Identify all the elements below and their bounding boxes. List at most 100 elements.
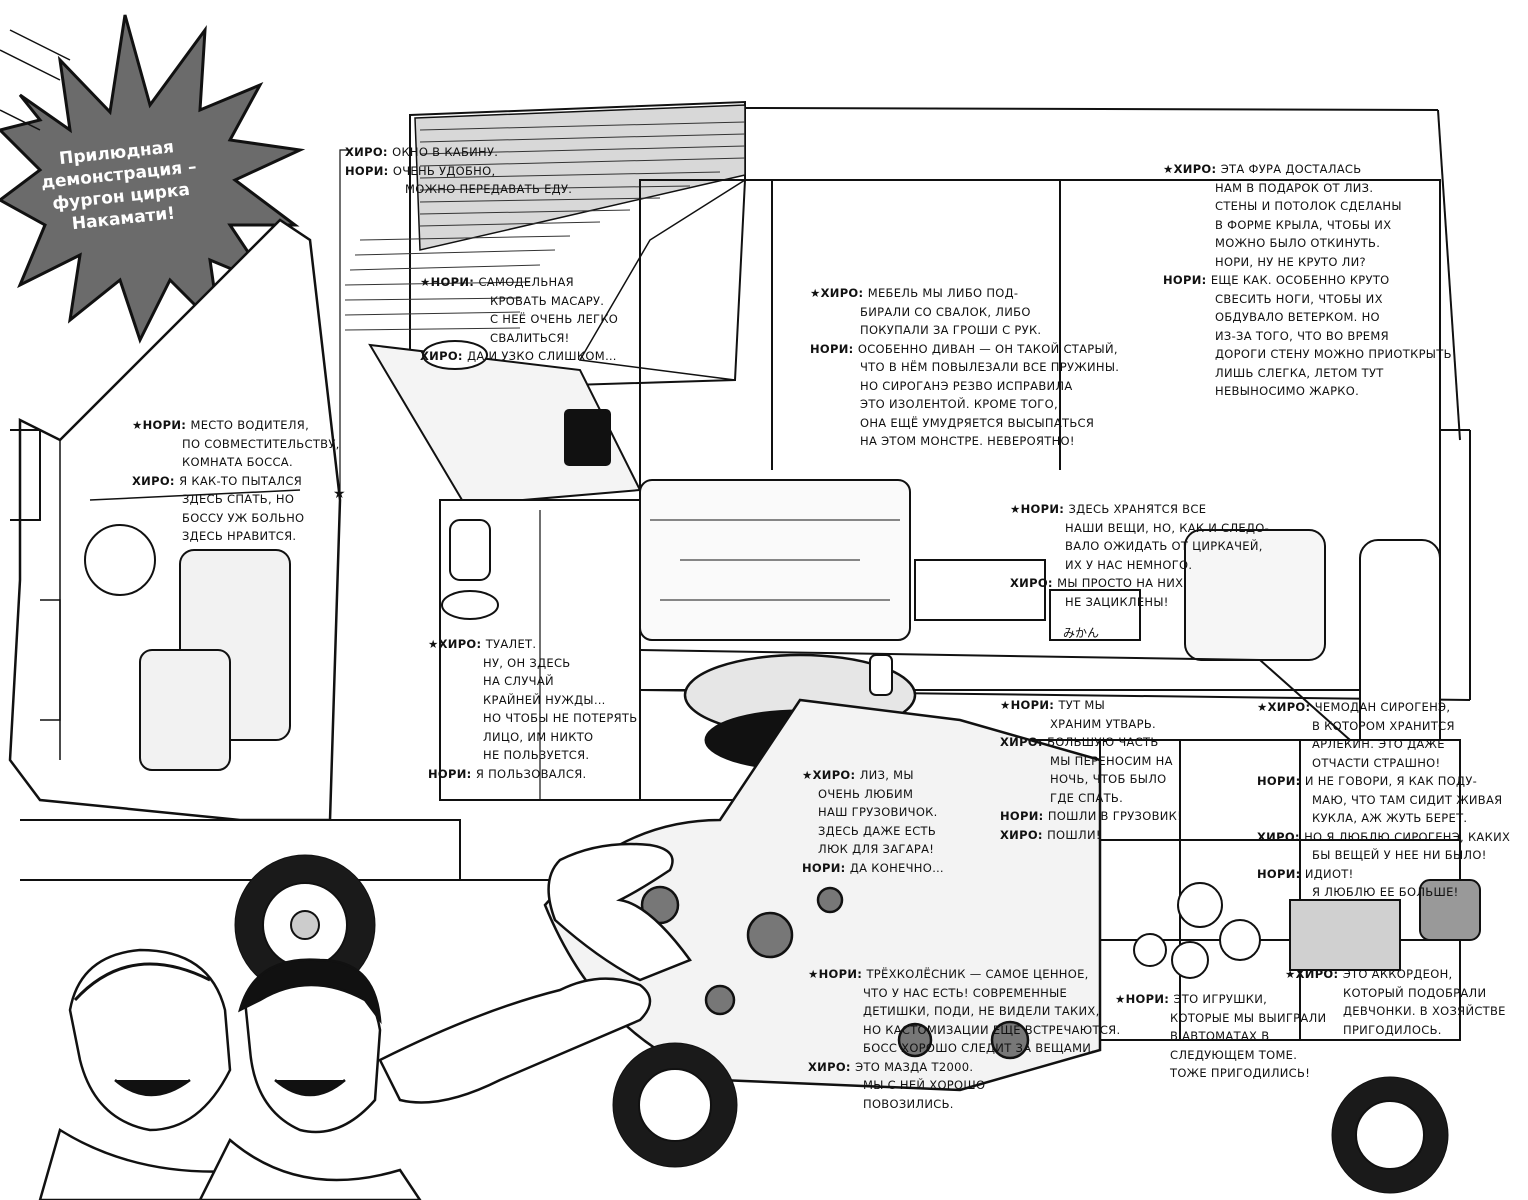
speaker-label: ★Хиро: bbox=[802, 768, 860, 782]
caption-line: повозились. bbox=[808, 1095, 1120, 1114]
caption-text: идиот! bbox=[1304, 866, 1354, 881]
caption-line: что в нём повылезали все пружины. bbox=[810, 358, 1119, 377]
speaker-label: Хиро: bbox=[808, 1059, 856, 1074]
caption-text: туалет. bbox=[485, 637, 537, 651]
speaker-label: ★Нори: bbox=[1010, 502, 1069, 516]
caption-text: комната босса. bbox=[182, 455, 293, 469]
caption-text: большую часть bbox=[1047, 735, 1159, 749]
caption-window: Хиро: окно в кабину.Нори: очень удобно,м… bbox=[345, 143, 572, 199]
caption-line: в котором хранится bbox=[1257, 717, 1510, 736]
speaker-label: Нори: bbox=[810, 341, 858, 356]
caption-line: ★Хиро: чемодан Сирогенэ, bbox=[1257, 698, 1510, 717]
caption-text: это Мазда T2000. bbox=[855, 1059, 974, 1074]
caption-text: очень любим bbox=[818, 786, 914, 801]
caption-line: боссу уж больно bbox=[132, 509, 340, 528]
speaker-label: Нори: bbox=[1000, 809, 1048, 823]
caption-text: свалиться! bbox=[490, 330, 570, 345]
caption-line: ночь, чтоб было bbox=[1000, 770, 1182, 789]
caption-line: Хиро: Но я люблю Сирогенэ, каких bbox=[1257, 828, 1510, 847]
caption-text: эта фура досталась bbox=[1220, 162, 1362, 176]
caption-text: Но Сироганэ резво исправила bbox=[860, 378, 1073, 393]
caption-text: нам в подарок от Лиз. bbox=[1215, 180, 1374, 195]
caption-markers: ★ bbox=[333, 486, 346, 502]
caption-text: И не говори, я как поду- bbox=[1304, 774, 1478, 788]
caption-line: Хиро: я как-то пытался bbox=[132, 472, 340, 491]
caption-text: Но чтобы не потерять bbox=[483, 711, 638, 725]
caption-line: но кастомизации еще встречаются. bbox=[808, 1021, 1120, 1040]
caption-text: пошли в грузовик! bbox=[1047, 809, 1183, 823]
caption-text: не зациклены! bbox=[1065, 594, 1169, 609]
caption-line: их у нас немного. bbox=[1010, 556, 1269, 575]
caption-line: нам в подарок от Лиз. bbox=[1163, 179, 1452, 198]
caption-text: окно в кабину. bbox=[392, 145, 499, 159]
caption-line: ★Хиро: Лиз, мы bbox=[802, 766, 944, 785]
speaker-label: ★Нори: bbox=[132, 418, 191, 432]
caption-line: детишки, поди, не видели таких, bbox=[808, 1002, 1120, 1021]
caption-text: мебель мы либо под- bbox=[867, 286, 1019, 300]
caption-line: Нори, ну не круто ли? bbox=[1163, 253, 1452, 272]
caption-line: покупали за гроши с рук. bbox=[810, 321, 1119, 340]
caption-line: в автоматах в bbox=[1115, 1027, 1326, 1046]
caption-line: лишь слегка, летом тут bbox=[1163, 364, 1452, 383]
caption-text: бирали со свалок, либо bbox=[860, 304, 1031, 319]
caption-line: крайней нужды… bbox=[428, 691, 637, 710]
caption-utensils: ★Нори: тут мыхраним утварь.Хиро: большую… bbox=[1000, 696, 1182, 844]
caption-line: ★Нори: трёхколёсник — самое ценное, bbox=[808, 965, 1120, 984]
caption-text: которые мы выиграли bbox=[1170, 1010, 1327, 1025]
caption-line: ★Нори: место водителя, bbox=[132, 416, 340, 435]
caption-toilet: ★Хиро: туалет.Ну, он здесьна случайкрайн… bbox=[428, 635, 637, 783]
caption-line: где спать. bbox=[1000, 789, 1182, 808]
caption-line: Хиро: пошли! bbox=[1000, 826, 1182, 845]
caption-text: бы вещей у нее ни было! bbox=[1312, 848, 1487, 862]
caption-text: место водителя, bbox=[190, 418, 310, 432]
hands bbox=[378, 842, 692, 1104]
caption-text: Тоже пригодились! bbox=[1170, 1066, 1311, 1080]
storage-boxes bbox=[914, 529, 1441, 801]
caption-text: я люблю ее больше! bbox=[1312, 885, 1459, 899]
caption-line: по совместительству, bbox=[132, 435, 340, 454]
caption-line: не зациклены! bbox=[1010, 593, 1269, 612]
caption-text: наш грузовичок. bbox=[818, 805, 938, 819]
caption-text: в форме крыла, чтобы их bbox=[1215, 217, 1392, 232]
caption-text: детишки, поди, не видели таких, bbox=[863, 1004, 1100, 1018]
caption-line: следующем томе. bbox=[1115, 1046, 1326, 1065]
speed-lines bbox=[0, 29, 71, 131]
caption-text: вало ожидать от циркачей, bbox=[1065, 539, 1263, 553]
caption-line: Хиро: окно в кабину. bbox=[345, 143, 572, 162]
speaker-label: ★Нори: bbox=[1115, 992, 1174, 1006]
caption-line: ★Нори: самодельная bbox=[420, 273, 618, 292]
caption-furniture: ★Хиро: мебель мы либо под-бирали со свал… bbox=[810, 284, 1119, 451]
caption-line: комната босса. bbox=[132, 453, 340, 472]
caption-line: который подобрали bbox=[1285, 984, 1506, 1003]
caption-line: пригодилось. bbox=[1285, 1021, 1506, 1040]
caption-line: мы переносим на bbox=[1000, 752, 1182, 771]
caption-line: бирали со свалок, либо bbox=[810, 303, 1119, 322]
caption-text: она ещё умудряется высыпаться bbox=[860, 415, 1095, 430]
caption-line: ★Хиро: мебель мы либо под- bbox=[810, 284, 1119, 303]
caption-line: Нори: И не говори, я как поду- bbox=[1257, 772, 1510, 791]
caption-text: храним утварь. bbox=[1050, 716, 1156, 731]
caption-text: Лиз, мы bbox=[859, 768, 914, 782]
caption-line: отчасти страшно! bbox=[1257, 754, 1510, 773]
caption-text: Арлекин. Это даже bbox=[1312, 737, 1445, 751]
speaker-label: Нори: bbox=[1163, 273, 1211, 287]
caption-text: Босс хорошо следит за вещами. bbox=[863, 1041, 1096, 1055]
caption-text: их у нас немного. bbox=[1065, 557, 1193, 572]
caption-line: кровать Масару. bbox=[420, 292, 618, 311]
caption-text: боссу уж больно bbox=[182, 510, 305, 525]
caption-accordion: ★Хиро: это аккордеон,который подобралиде… bbox=[1285, 965, 1506, 1039]
caption-text: обдувало ветерком. Но bbox=[1215, 310, 1380, 324]
caption-text: мы переносим на bbox=[1050, 753, 1173, 768]
speaker-label: ★Хиро: bbox=[1285, 967, 1343, 981]
caption-line: Нори: очень удобно, bbox=[345, 162, 572, 181]
caption-text: следующем томе. bbox=[1170, 1047, 1298, 1062]
toys bbox=[1133, 882, 1261, 979]
truck-cab bbox=[8, 218, 461, 881]
caption-text: самодельная bbox=[478, 275, 574, 289]
caption-line: свесить ноги, чтобы их bbox=[1163, 290, 1452, 309]
caption-text: еще как. Особенно круто bbox=[1210, 273, 1390, 287]
character-nori bbox=[198, 958, 422, 1200]
caption-line: люк для загара! bbox=[802, 840, 944, 859]
caption-text: который подобрали bbox=[1343, 985, 1487, 1000]
svg-text:★: ★ bbox=[333, 486, 346, 502]
